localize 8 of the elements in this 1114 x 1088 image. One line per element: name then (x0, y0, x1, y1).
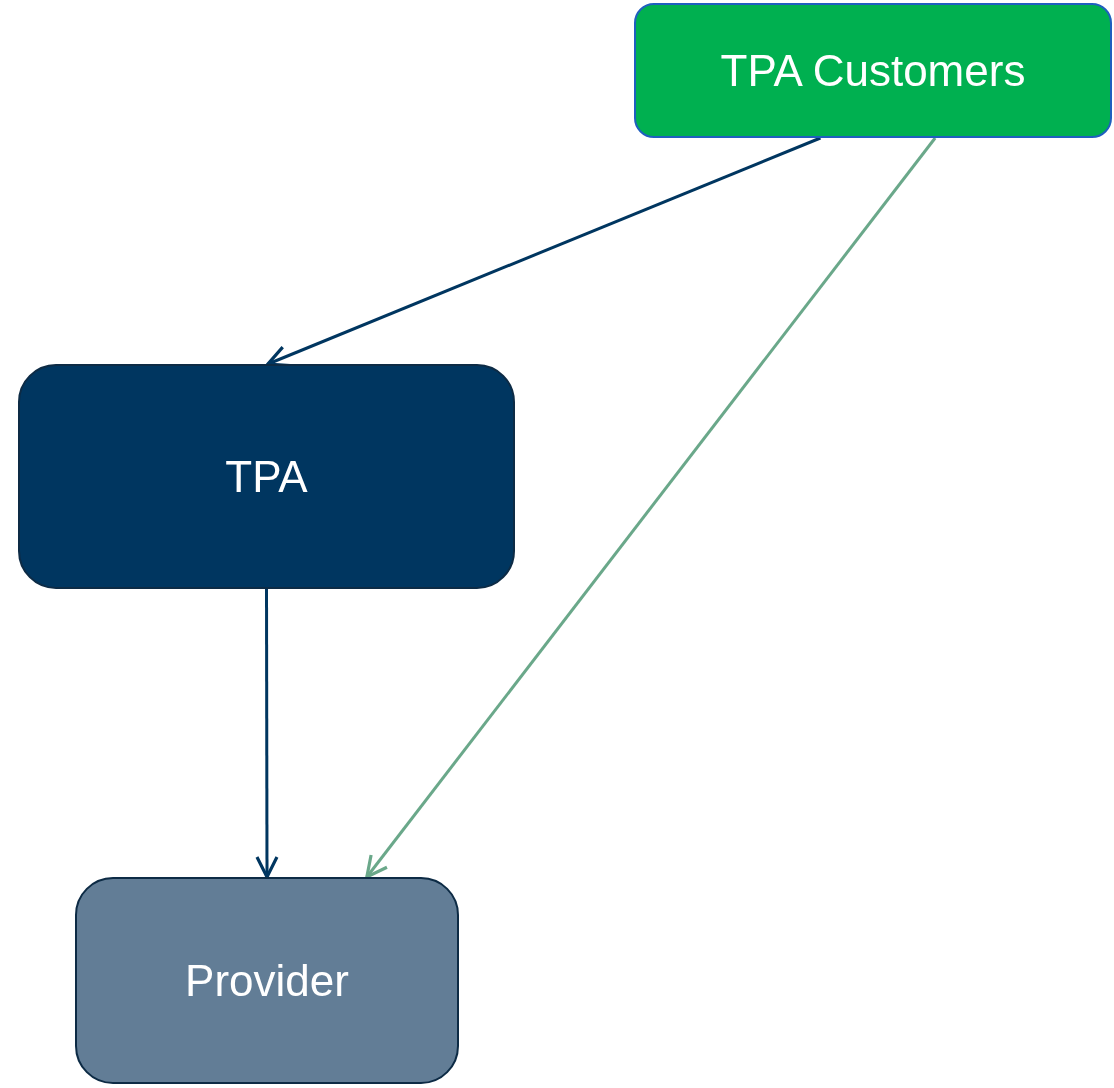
box-label: TPA Customers (720, 45, 1026, 96)
process-box (18, 364, 515, 589)
arrow (255, 589, 279, 879)
process-box (634, 3, 1112, 138)
box-label: Provider (185, 955, 349, 1006)
process-box (75, 877, 459, 1084)
arrow (365, 137, 937, 879)
box-label: TPA (225, 451, 308, 502)
